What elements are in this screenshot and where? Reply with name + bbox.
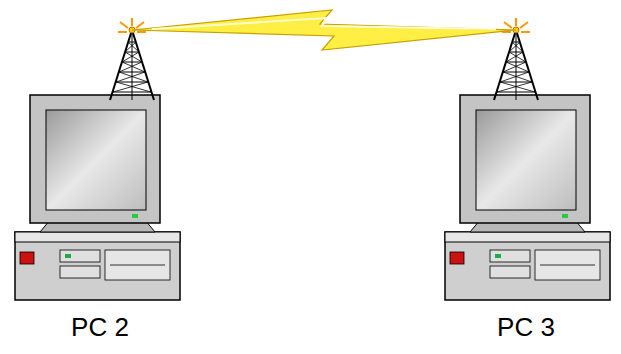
computer-label: PC 2 <box>10 312 190 342</box>
antenna-left <box>110 18 154 100</box>
lightning-bolt <box>132 10 516 50</box>
antenna-right <box>494 18 538 100</box>
computer-label: PC 3 <box>436 312 616 342</box>
wireless-link <box>132 10 516 50</box>
bolt-highlight <box>152 18 496 29</box>
pc-left <box>15 95 180 300</box>
pc-right <box>445 95 610 300</box>
computer-node: PC 2 <box>10 30 190 342</box>
computer-node: PC 3 <box>436 30 616 342</box>
